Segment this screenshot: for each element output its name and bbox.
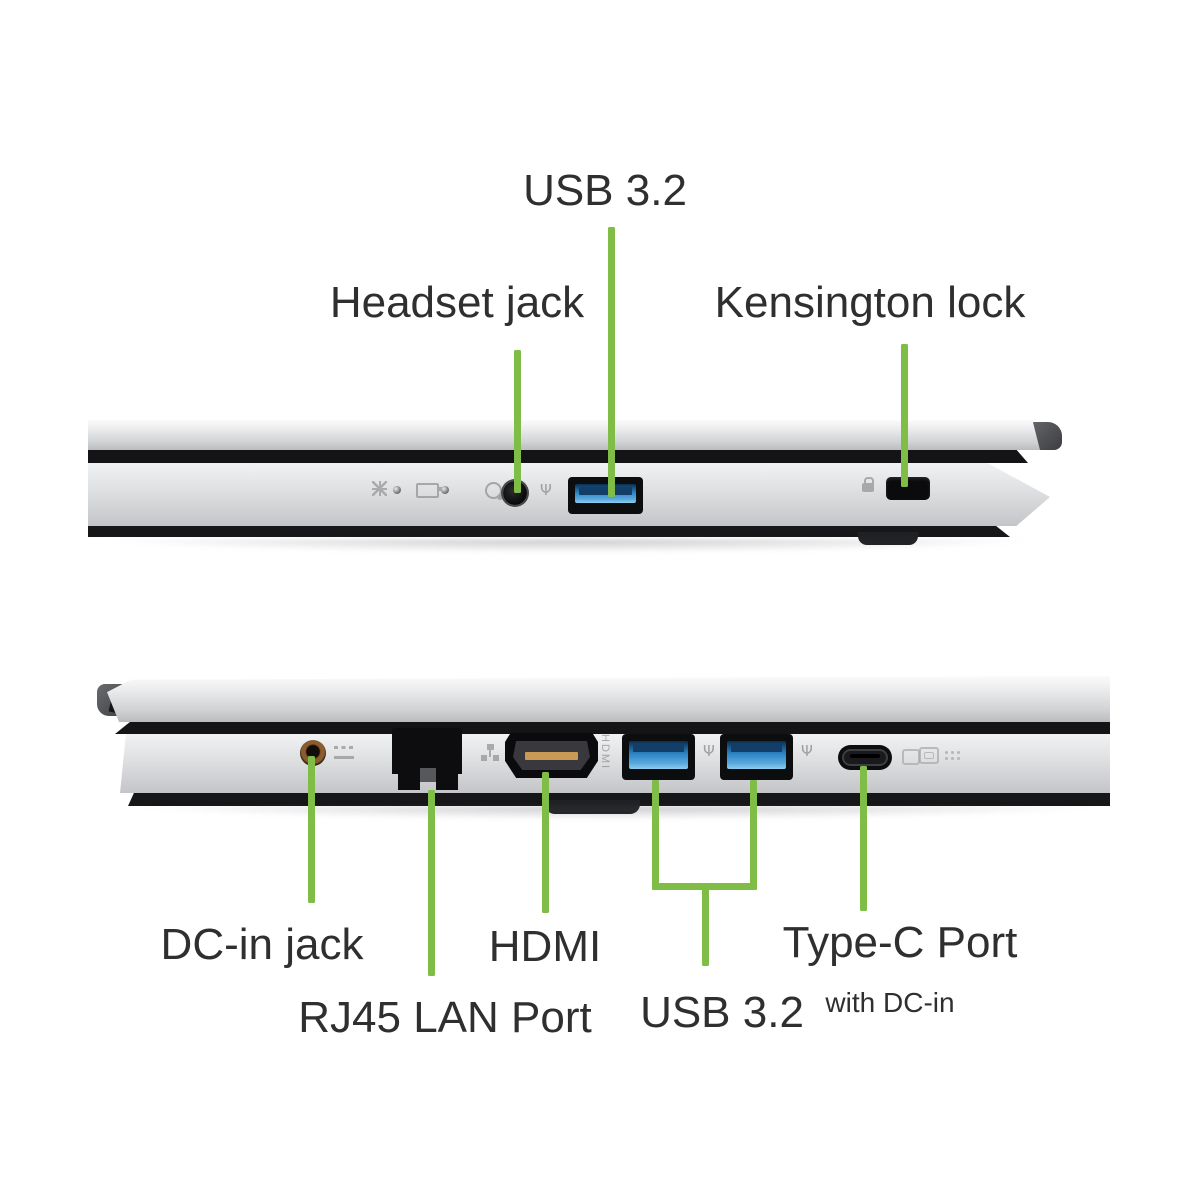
battery-charge-icon — [919, 747, 939, 764]
power-led-icon — [372, 481, 387, 496]
usb-type-c-port — [838, 745, 892, 770]
label-usb32-top: USB 3.2 — [523, 166, 687, 215]
hdmi-embossed-text: HDMI — [599, 734, 611, 771]
power-led-dot — [393, 486, 401, 494]
usb-a-tongue — [575, 484, 636, 503]
callout-line-headset-jack — [514, 350, 521, 493]
label-typec-with-dcin: with DC-in — [825, 987, 955, 1018]
base-edge — [119, 734, 1110, 793]
lid-edge — [107, 676, 1110, 722]
callout-line-hdmi — [542, 772, 549, 913]
callout-line-rj45 — [428, 790, 435, 976]
rj45-clip-left — [398, 774, 420, 790]
headset-icon — [485, 482, 503, 500]
rj45-lan-port — [392, 728, 462, 774]
callout-line-typec — [860, 766, 867, 911]
hdmi-port — [505, 733, 598, 778]
usb-icon: Ψ — [703, 742, 715, 760]
label-kensington-lock: Kensington lock — [714, 278, 1026, 327]
lan-icon — [481, 744, 499, 761]
rubber-foot — [545, 800, 640, 814]
usb-icon: Ψ — [801, 742, 813, 760]
label-typec-port: Type-C Port — [782, 918, 1018, 967]
usb-a-port-top — [568, 477, 643, 514]
kensington-lock-slot — [886, 477, 930, 500]
usb-a-port-2 — [720, 734, 793, 780]
label-rj45-lan-port: RJ45 LAN Port — [298, 993, 592, 1042]
lid-edge — [88, 420, 1040, 450]
rubber-foot — [858, 532, 918, 545]
callout-line-usb-merged — [702, 883, 709, 966]
battery-led-dot — [441, 486, 449, 494]
label-headset-jack: Headset jack — [329, 278, 585, 327]
callout-line-usb2 — [750, 780, 757, 890]
callout-line-dcin — [308, 756, 315, 903]
callout-line-kensington-lock — [901, 344, 908, 487]
lock-icon — [862, 477, 874, 492]
usb-a-port-1 — [622, 734, 695, 780]
drop-shadow — [96, 539, 1046, 553]
dc-dots-icon — [945, 751, 948, 754]
callout-line-usb32-top — [608, 227, 615, 497]
dc-in-icon — [334, 746, 354, 759]
laptop-left-side-view: HDMI Ψ Ψ — [95, 672, 1115, 820]
usb-a-tongue — [727, 741, 786, 769]
bottom-edge — [88, 526, 1010, 537]
battery-led-icon — [416, 483, 442, 498]
usb-icon: Ψ — [540, 481, 552, 499]
lid-base-gap — [88, 450, 1028, 463]
rj45-clip-right — [436, 774, 458, 790]
label-hdmi: HDMI — [488, 922, 602, 971]
lid-base-gap — [115, 722, 1110, 734]
usb-a-tongue — [629, 741, 688, 769]
display-dock-icon — [902, 749, 920, 765]
callout-line-usb1 — [652, 780, 659, 890]
laptop-right-side-view: Ψ — [88, 418, 1068, 554]
label-usb32-bottom: USB 3.2 — [640, 988, 804, 1037]
rj45-notch — [420, 768, 436, 782]
drop-shadow — [125, 806, 1110, 820]
label-dcin-jack: DC-in jack — [160, 920, 364, 969]
